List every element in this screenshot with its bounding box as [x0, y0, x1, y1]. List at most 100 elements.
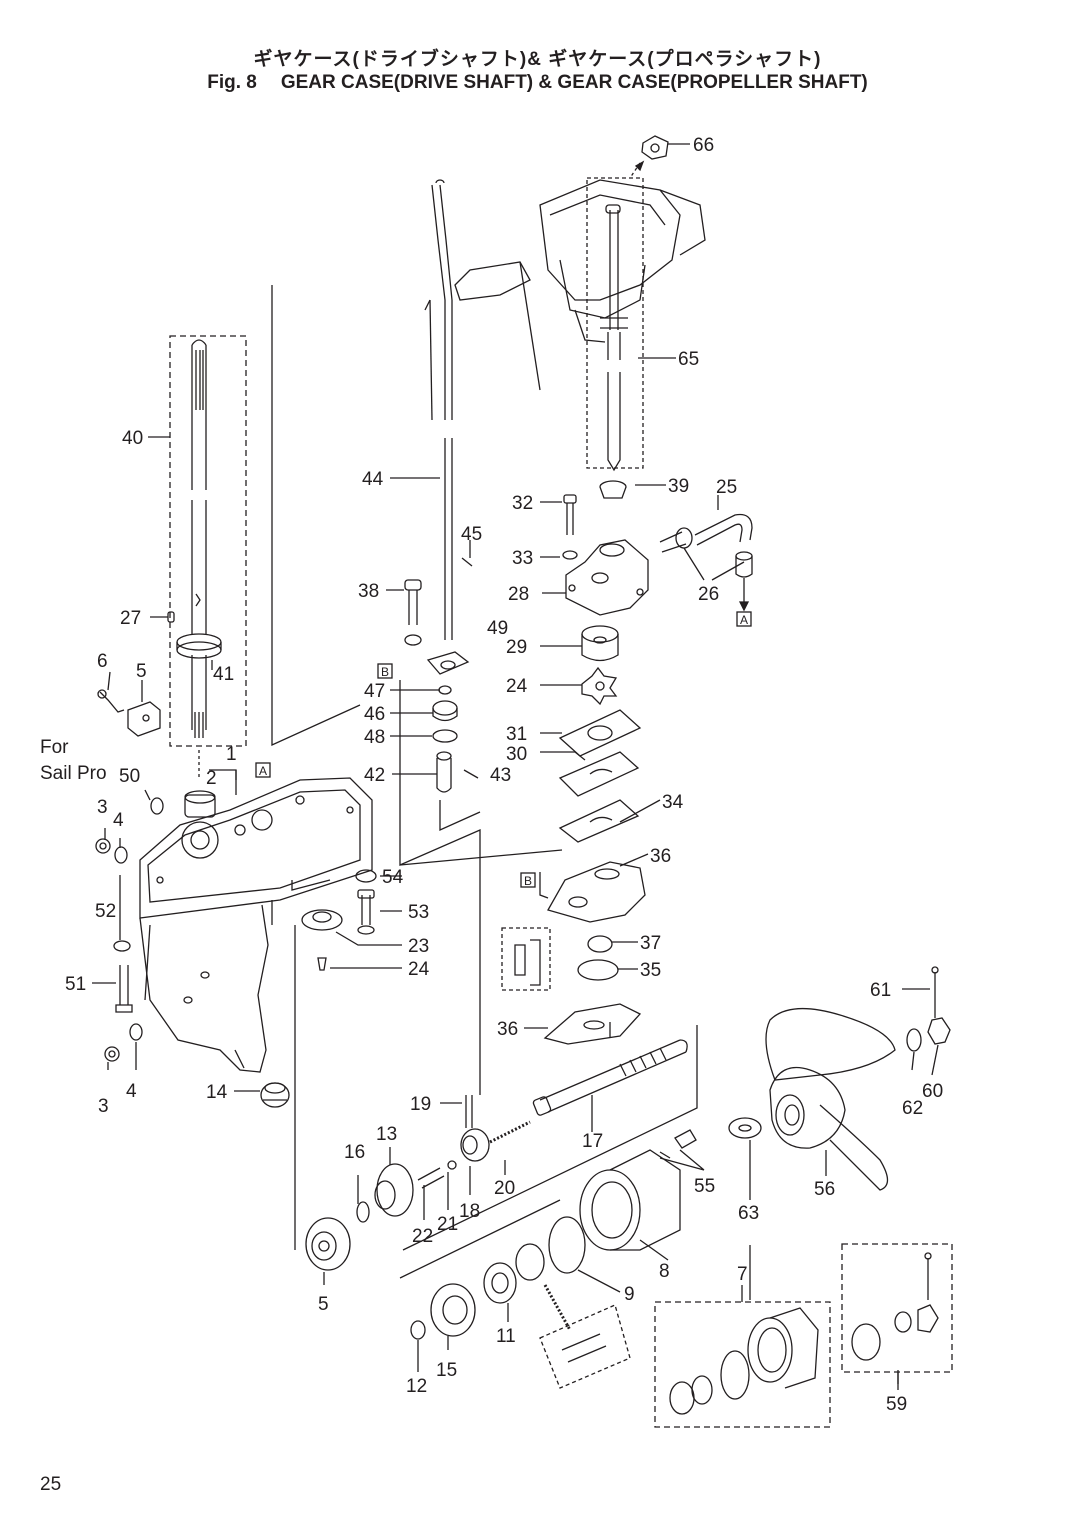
callout-52: 49	[487, 618, 508, 639]
callout-2: 2	[206, 768, 217, 789]
page-title-japanese: ギヤケース(ドライブシャフト)& ギヤケース(プロペラシャフト)	[253, 49, 822, 70]
callout-37: 36	[650, 846, 671, 867]
reference-mark-a: A	[740, 613, 748, 627]
callout-18: 17	[582, 1131, 603, 1152]
reference-box-a-top: A	[255, 762, 271, 778]
callout-48: 45	[461, 524, 482, 545]
callout-49: 46	[364, 704, 385, 725]
callout-30: 28	[508, 584, 529, 605]
callout-47: 44	[362, 469, 384, 490]
callout-15: 15	[436, 1360, 457, 1381]
callout-9: 8	[659, 1261, 670, 1282]
callout-leaders	[92, 143, 939, 1384]
callout-13: 13	[376, 1124, 397, 1145]
shift-rod-drawing	[600, 204, 628, 472]
callout-40: 36	[497, 1019, 518, 1040]
page-title-english: Fig. 8 GEAR CASE(DRIVE SHAFT) & GEAR CASE…	[0, 72, 1075, 94]
parts-5-6-drawing	[97, 689, 161, 737]
reference-mark-a: A	[259, 764, 267, 778]
callout-58: 55	[694, 1176, 715, 1197]
figure-number: Fig. 8	[207, 72, 257, 93]
callout-27: 26	[698, 584, 719, 605]
callout-51: 48	[364, 727, 385, 748]
callout-65: 65	[678, 349, 699, 370]
water-pump-drawing	[501, 480, 753, 1045]
reference-box-b-bottom: B	[520, 872, 536, 888]
reference-box-b-top: B	[377, 663, 393, 679]
callout-11: 9	[624, 1284, 635, 1305]
callout-64: 63	[738, 1203, 759, 1224]
callout-50: 47	[364, 681, 385, 702]
callout-39: 35	[640, 960, 661, 981]
callout-63: 62	[902, 1098, 923, 1119]
callout-53: 50	[119, 766, 140, 787]
callout-6: 6	[97, 651, 108, 672]
clutch-parts-drawing	[417, 1095, 531, 1189]
grommet-66-drawing	[629, 135, 669, 179]
callout-38: 37	[640, 933, 661, 954]
callout-24: 23	[408, 936, 429, 957]
callout-54: 51	[65, 974, 86, 995]
reverse-gear-drawing	[399, 1199, 631, 1389]
propeller-shaft-drawing	[532, 1039, 688, 1116]
callout-46: 43	[490, 765, 511, 786]
callout-42: 39	[668, 476, 689, 497]
callout-35: 32	[512, 493, 533, 514]
callout-4: 4	[113, 810, 124, 831]
assembly-guide-lines	[209, 285, 899, 1390]
callout-31: 29	[506, 637, 527, 658]
callout-56: 53	[408, 902, 429, 923]
callout-22: 21	[437, 1214, 458, 1235]
bearing-housing-drawing	[548, 1117, 762, 1274]
callout-labels: 66 65 40 44 45 32 39 25 33 38 28 26 27 4…	[40, 135, 943, 1415]
note-for: For	[40, 737, 69, 758]
kit-8-drawing	[654, 1301, 831, 1428]
callout-44: 41	[213, 664, 234, 685]
callout-7: 5	[318, 1294, 329, 1315]
callout-12: 11	[496, 1326, 516, 1347]
kit-60-drawing	[841, 1243, 953, 1373]
callout-16: 12	[406, 1376, 427, 1397]
callout-32: 30	[506, 744, 527, 765]
small-fasteners-left-drawing	[95, 797, 164, 1062]
reference-mark-b: B	[381, 665, 389, 679]
sleeve-2-drawing	[184, 790, 216, 818]
callout-17: 16	[344, 1142, 365, 1163]
gear-case-drawing	[139, 777, 373, 1073]
callout-25: 24	[408, 959, 430, 980]
note-sail-pro: Sail Pro	[40, 763, 107, 784]
callout-36: 33	[512, 548, 533, 569]
callout-5: 5	[136, 661, 147, 682]
parts-41-to-51-drawing	[404, 557, 479, 793]
parts-24-25-56-57-drawing	[301, 869, 377, 971]
figure-title: GEAR CASE(DRIVE SHAFT) & GEAR CASE(PROPE…	[280, 72, 868, 93]
callout-57: 54	[382, 867, 404, 888]
callout-45: 42	[364, 765, 385, 786]
callout-60: 59	[886, 1394, 907, 1415]
reference-box-a-right: A	[736, 578, 752, 627]
callout-28: 24	[506, 676, 528, 697]
pinion-14-drawing	[260, 1082, 290, 1108]
water-tube-47-drawing	[431, 179, 453, 640]
forward-gear-drawing	[305, 1163, 414, 1271]
drive-shaft-drawing	[167, 335, 247, 780]
propeller-drawing	[765, 966, 951, 1191]
reference-mark-b: B	[524, 874, 532, 888]
callout-55: 52	[95, 901, 116, 922]
callout-43: 40	[122, 428, 143, 449]
callout-34: 34	[662, 792, 684, 813]
callout-20: 19	[410, 1094, 431, 1115]
callout-26: 25	[716, 477, 737, 498]
upper-casing-drawing	[424, 177, 706, 469]
callout-19: 18	[459, 1201, 480, 1222]
callout-66: 66	[693, 135, 714, 156]
callout-8: 7	[737, 1264, 748, 1285]
callout-4b: 4	[126, 1081, 137, 1102]
page-number: 25	[40, 1474, 62, 1495]
callout-23: 22	[412, 1226, 433, 1247]
callout-62: 61	[870, 980, 891, 1001]
callout-61: 60	[922, 1081, 943, 1102]
callout-21: 20	[494, 1178, 515, 1199]
callout-29: 27	[120, 608, 141, 629]
callout-3b: 3	[98, 1096, 109, 1117]
